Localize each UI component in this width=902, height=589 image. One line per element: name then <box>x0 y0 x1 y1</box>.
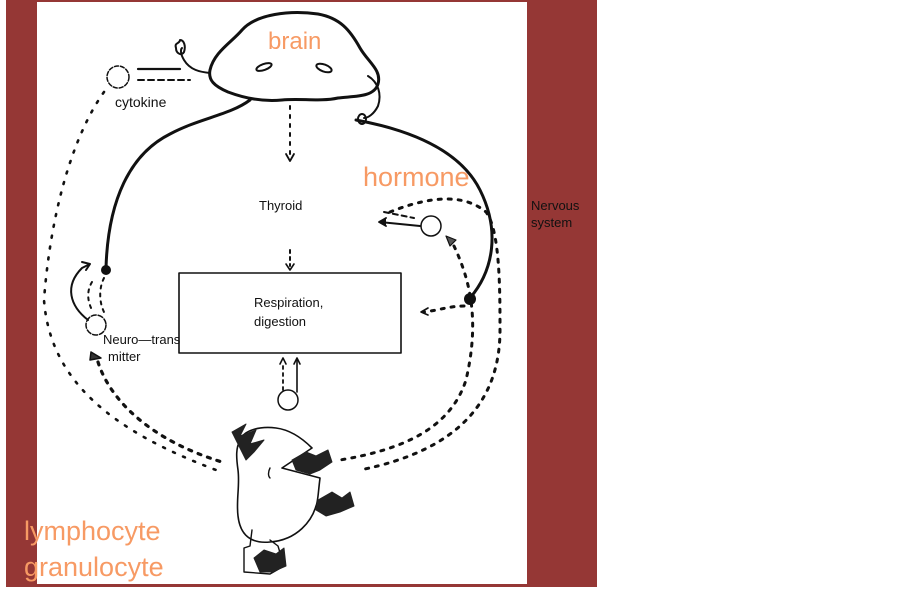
granulocyte-label: granulocyte <box>24 552 164 582</box>
thyroid-label: Thyroid <box>259 198 303 213</box>
frame-top-border <box>6 0 597 2</box>
respiration-digestion-box <box>178 272 402 354</box>
left-nerve-line <box>104 98 252 270</box>
frame-right-panel <box>527 0 597 587</box>
neurotransmitter-label-line2: mitter <box>108 349 141 364</box>
organ-circle <box>277 389 299 411</box>
cytokine-circle <box>106 65 130 89</box>
nervous-system-label-line2: system <box>531 215 573 230</box>
brain-eye-left <box>255 62 273 72</box>
neurotransmitter-arrowhead <box>89 351 102 361</box>
hormone-label: hormone <box>363 162 470 192</box>
brain-label: brain <box>268 28 322 55</box>
neurotransmitter-circle <box>85 314 107 336</box>
nervous-system-label-line1: Nervous <box>531 198 580 213</box>
lymphocyte-label: lymphocyte <box>24 516 161 546</box>
neurotransmitter-label-line1: Neuro—trans <box>103 332 181 347</box>
brain-eye-right <box>315 62 333 74</box>
respiration-label-line1: Respiration, <box>254 295 324 310</box>
right-nerve-ending <box>464 293 476 305</box>
dotted-path-hormone-inner <box>338 244 475 462</box>
cytokine-label: cytokine <box>115 94 167 110</box>
frame-left-border <box>6 0 37 587</box>
dotted-path-neurotransmitter <box>96 360 224 464</box>
left-nerve-ending <box>101 265 111 275</box>
dotted-path-cytokine <box>42 90 218 472</box>
dotted-path-hormone-outer <box>358 197 502 472</box>
immune-cell-shape <box>235 426 321 543</box>
hormone-circle <box>420 215 442 237</box>
frame-bottom-border <box>6 584 597 587</box>
respiration-label-line2: digestion <box>254 314 307 329</box>
brain-shape <box>208 11 381 102</box>
right-nerve-line <box>354 118 494 300</box>
